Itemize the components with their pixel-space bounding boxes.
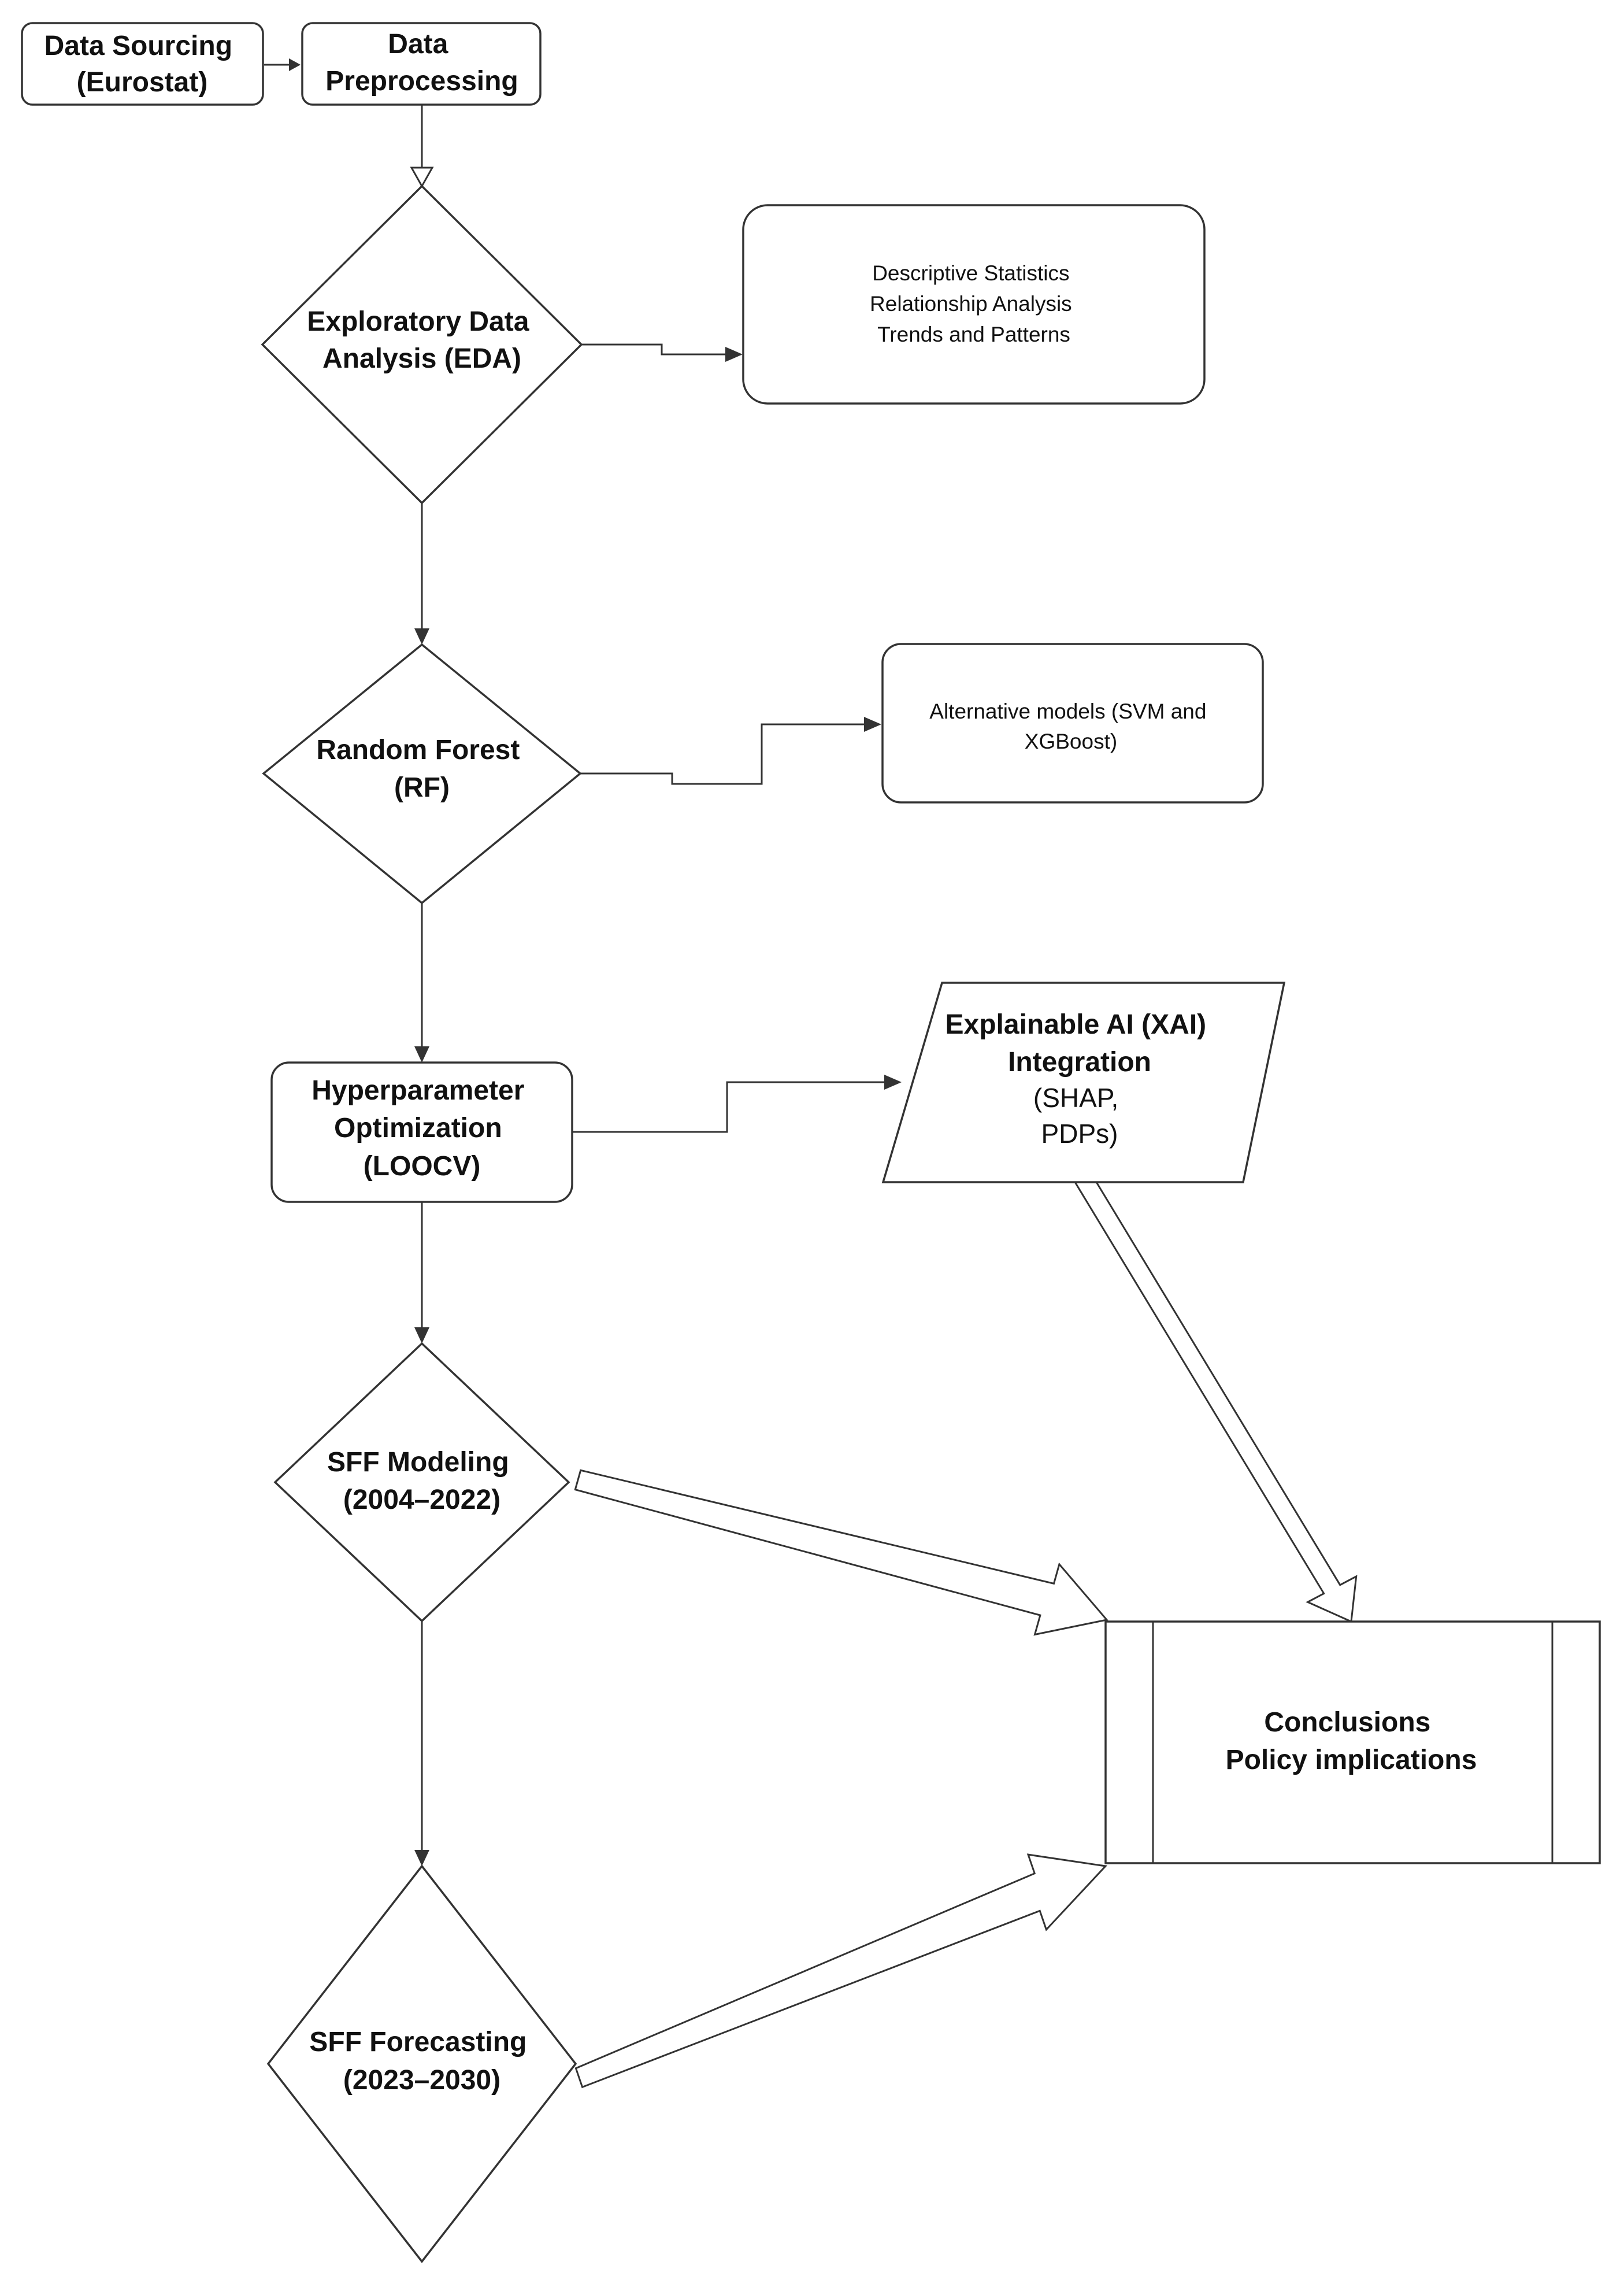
svg-text:Data Preprocessing: Data Preprocessing xyxy=(325,29,518,97)
arrowhead-rf-to-hyperparameter xyxy=(414,1046,429,1063)
block-arrow-sff-forecasting-to-conclusions xyxy=(574,1853,1108,2089)
hollow-arrowhead-preprocessing-to-eda xyxy=(410,166,434,188)
eda-label-line1: Exploratory Data xyxy=(307,306,529,337)
arrowhead-sff-modeling-to-forecasting xyxy=(414,1850,429,1866)
svg-text:Hyperparameter Optimizatio: Hyperparameter Optimization (LOOCV) xyxy=(312,1075,532,1182)
eda-details-line2: Relationship Analysis xyxy=(870,292,1072,316)
arrowhead-sourcing-to-preprocessing xyxy=(289,58,301,71)
svg-text:Conclusions Policy implica: Conclusions Policy implications xyxy=(1226,1707,1477,1775)
hyperparameter-label-line3: (LOOCV) xyxy=(364,1151,481,1182)
xai-label-line3: (SHAP, xyxy=(1033,1083,1118,1113)
sff-modeling-label-line1: SFF Modeling xyxy=(327,1447,509,1478)
eda-label-line2: Analysis (EDA) xyxy=(322,343,521,374)
random-forest-label-line2: (RF) xyxy=(394,772,450,803)
sff-modeling-decision-diamond xyxy=(273,1342,570,1623)
arrowhead-rf-to-alternatives xyxy=(864,717,881,732)
hyperparameter-label-line1: Hyperparameter xyxy=(312,1075,524,1106)
sff-forecasting-label-line1: SFF Forecasting xyxy=(309,2027,526,2057)
hyperparameter-label-line2: Optimization xyxy=(334,1113,502,1143)
alternative-models-line2: XGBoost) xyxy=(1025,730,1117,753)
xai-label-line4: PDPs) xyxy=(1041,1119,1118,1149)
random-forest-label-line1: Random Forest xyxy=(316,735,520,765)
xai-label-line2: Integration xyxy=(1008,1047,1151,1078)
arrowhead-hyperparameter-to-xai xyxy=(884,1075,902,1090)
conclusions-label-line1: Conclusions xyxy=(1264,1707,1430,1738)
svg-text:SFF Forecasting (2023–2030: SFF Forecasting (2023–2030) xyxy=(309,2027,534,2096)
svg-text:Random Forest (RF): Random Forest (RF) xyxy=(316,735,527,803)
arrowhead-eda-to-details xyxy=(725,347,743,362)
xai-integration-parallelogram xyxy=(881,982,1286,1183)
alternative-models-box xyxy=(881,643,1264,804)
hyperparameter-optimization-box xyxy=(270,1061,573,1203)
arrowhead-eda-to-rf xyxy=(414,628,429,645)
data-sourcing-label-line1: Data Sourcing xyxy=(45,31,232,61)
sff-modeling-label-line2: (2004–2022) xyxy=(343,1485,500,1515)
eda-details-box xyxy=(742,204,1206,405)
svg-text:(SHAP, PDPs): (SHAP, PDPs) xyxy=(1033,1083,1126,1149)
arrow-rf-to-alternatives xyxy=(580,723,865,785)
alternative-models-line1: Alternative models (SVM and xyxy=(929,699,1206,723)
svg-text:Exploratory Data Analysis: Exploratory Data Analysis (EDA) xyxy=(307,306,536,374)
conclusions-process-box xyxy=(1104,1620,1601,1864)
data-preprocessing-label-line2: Preprocessing xyxy=(325,66,518,97)
arrow-hyperparameter-to-xai xyxy=(573,1081,885,1133)
data-sourcing-label-line2: (Eurostat) xyxy=(77,67,208,98)
data-preprocessing-box xyxy=(301,22,542,106)
block-arrow-sff-modeling-to-conclusions xyxy=(574,1469,1108,1636)
svg-text:Alternative models (SVM and: Alternative models (SVM and XGBoost) xyxy=(929,699,1212,753)
sff-forecasting-decision-diamond xyxy=(266,1864,577,2263)
svg-text:SFF Modeling (2004–2022): SFF Modeling (2004–2022) xyxy=(327,1447,517,1515)
eda-decision-diamond xyxy=(261,184,583,505)
random-forest-decision-diamond xyxy=(262,643,582,905)
data-preprocessing-label-line1: Data xyxy=(388,29,448,60)
eda-details-line1: Descriptive Statistics xyxy=(872,261,1069,285)
svg-text:Data Sourcing (Eurostat): Data Sourcing (Eurostat) xyxy=(45,31,240,98)
sff-forecasting-label-line2: (2023–2030) xyxy=(343,2065,500,2096)
arrowhead-hyperparameter-to-sff-modeling xyxy=(414,1327,429,1343)
eda-details-line3: Trends and Patterns xyxy=(877,323,1070,346)
svg-text:Descriptive Statistics Rel: Descriptive Statistics Relationship Anal… xyxy=(870,261,1078,346)
conclusions-label-line2: Policy implications xyxy=(1226,1745,1477,1775)
arrow-eda-to-details xyxy=(581,343,726,356)
xai-label-line1: Explainable AI (XAI) xyxy=(946,1009,1207,1040)
block-arrow-xai-to-conclusions xyxy=(1073,1172,1358,1623)
data-sourcing-box xyxy=(21,22,264,106)
svg-text:Explainable AI (XAI) Integ: Explainable AI (XAI) Integration xyxy=(946,1009,1214,1078)
